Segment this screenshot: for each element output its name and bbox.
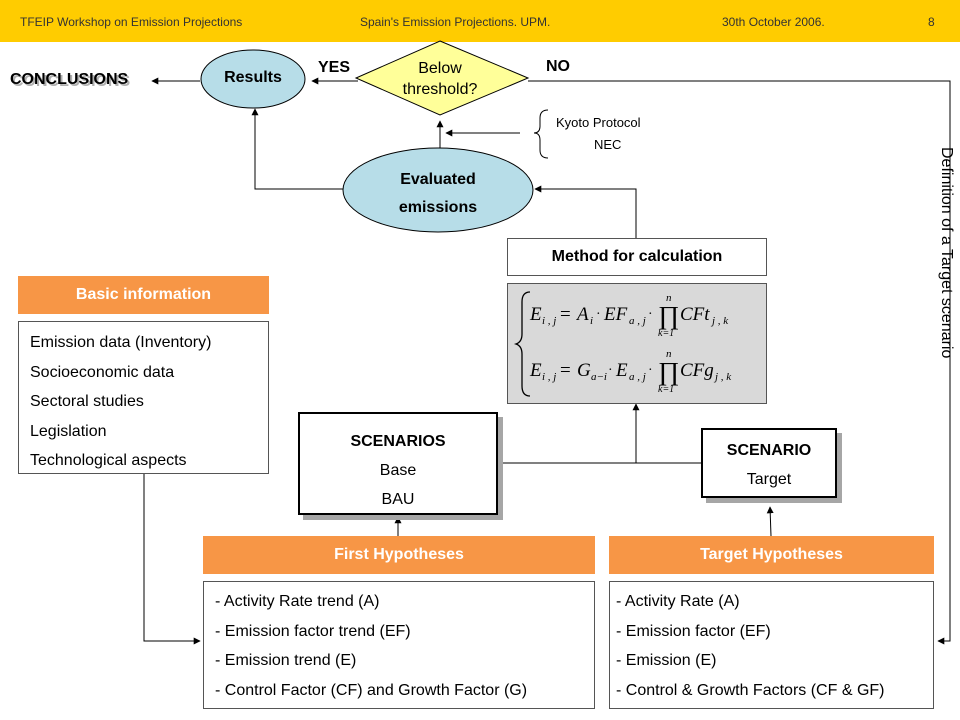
scenario-target-box: SCENARIO Target	[701, 428, 837, 498]
list-item: Emission data (Inventory)	[30, 334, 212, 351]
svg-text:j , k: j , k	[710, 315, 729, 327]
decision-diamond	[354, 40, 530, 116]
list-item: Sectoral studies	[30, 393, 144, 410]
results-ellipse	[200, 49, 306, 109]
evaluated-emissions-label: Evaluated emissions	[343, 166, 533, 222]
list-item: - Activity Rate trend (A)	[215, 593, 380, 610]
evaluated-emissions-ellipse	[342, 147, 534, 233]
target-hypotheses-header: Target Hypotheses	[609, 536, 934, 574]
formula-box: E i , j = A i · EF a , j · ∏ n k=1 CFt j…	[507, 283, 767, 404]
method-for-calculation-box: Method for calculation	[507, 238, 767, 276]
conclusions-label: CONCLUSIONS	[10, 71, 129, 88]
scenarios-bau: BAU	[381, 491, 415, 508]
yes-label: YES	[318, 59, 351, 76]
svg-text:a , j: a , j	[629, 315, 646, 327]
basic-information-list: Emission data (Inventory) Socioeconomic …	[18, 321, 269, 474]
scenarios-base: Base	[379, 462, 417, 479]
basic-information-header: Basic information	[18, 276, 269, 314]
scenario-target-label: Target	[746, 471, 792, 488]
svg-text:CFg: CFg	[680, 360, 714, 381]
svg-text:a−i: a−i	[591, 371, 607, 383]
svg-text:E: E	[529, 360, 542, 381]
svg-text:n: n	[666, 348, 672, 360]
list-item: Legislation	[30, 422, 107, 440]
results-label: Results	[224, 69, 282, 86]
list-item: - Control & Growth Factors (CF & GF)	[616, 681, 885, 699]
scenario-target-title: SCENARIO	[726, 442, 812, 459]
svg-text:∏: ∏	[658, 357, 679, 386]
evaluated-line2: emissions	[398, 199, 478, 216]
svg-text:=: =	[560, 304, 571, 325]
no-label: NO	[546, 58, 570, 75]
header-workshop: TFEIP Workshop on Emission Projections	[20, 15, 243, 29]
svg-text:·: ·	[648, 307, 653, 322]
header-title: Spain's Emission Projections. UPM.	[360, 15, 551, 29]
list-item: - Emission (E)	[616, 652, 717, 669]
svg-text:∏: ∏	[658, 301, 679, 330]
list-item: - Emission factor trend (EF)	[215, 622, 411, 640]
list-item: Socioeconomic data	[30, 363, 175, 381]
list-item: - Emission trend (E)	[215, 652, 357, 669]
definition-target-scenario-label: Definition of a Target scenario	[938, 147, 955, 359]
svg-text:i , j: i , j	[542, 371, 556, 383]
svg-text:k=1: k=1	[658, 384, 674, 395]
svg-text:=: =	[560, 360, 571, 381]
first-hypotheses-list: - Activity Rate trend (A) - Emission fac…	[203, 581, 595, 709]
list-item: - Control Factor (CF) and Growth Factor …	[215, 681, 528, 699]
svg-text:·: ·	[596, 307, 601, 322]
decision-line2: threshold?	[402, 81, 478, 98]
svg-text:k=1: k=1	[658, 328, 674, 339]
svg-text:A: A	[575, 304, 589, 325]
header-date: 30th October 2006.	[722, 15, 825, 29]
decision-line1: Below	[418, 60, 462, 77]
header-page-number: 8	[928, 15, 935, 29]
target-hypotheses-list: - Activity Rate (A) - Emission factor (E…	[609, 581, 934, 709]
svg-text:a , j: a , j	[629, 371, 646, 383]
svg-text:·: ·	[648, 363, 653, 378]
svg-text:n: n	[666, 292, 672, 304]
svg-text:E: E	[615, 360, 628, 381]
list-item: Technological aspects	[30, 452, 187, 469]
definition-target-scenario-container: Definition of a Target scenario	[937, 147, 957, 397]
evaluated-line1: Evaluated	[400, 171, 476, 188]
svg-text:i , j: i , j	[542, 315, 556, 327]
kyoto-protocol-label: Kyoto Protocol	[556, 115, 641, 130]
first-hypotheses-header: First Hypotheses	[203, 536, 595, 574]
list-item: - Emission factor (EF)	[616, 622, 771, 640]
scenarios-base-bau-box: SCENARIOS Base BAU	[298, 412, 498, 515]
decision-label: Below threshold?	[380, 58, 500, 100]
svg-text:E: E	[529, 304, 542, 325]
formula-equations: E i , j = A i · EF a , j · ∏ n k=1 CFt j…	[513, 291, 732, 397]
svg-text:·: ·	[608, 363, 613, 378]
svg-text:G: G	[577, 360, 591, 381]
svg-text:CFt: CFt	[680, 304, 710, 325]
scenarios-title: SCENARIOS	[350, 433, 446, 450]
svg-text:EF: EF	[603, 304, 628, 325]
svg-text:j , k: j , k	[713, 371, 732, 383]
nec-label: NEC	[594, 137, 622, 152]
header-bar	[0, 0, 960, 42]
svg-text:i: i	[590, 315, 593, 327]
list-item: - Activity Rate (A)	[616, 593, 740, 610]
